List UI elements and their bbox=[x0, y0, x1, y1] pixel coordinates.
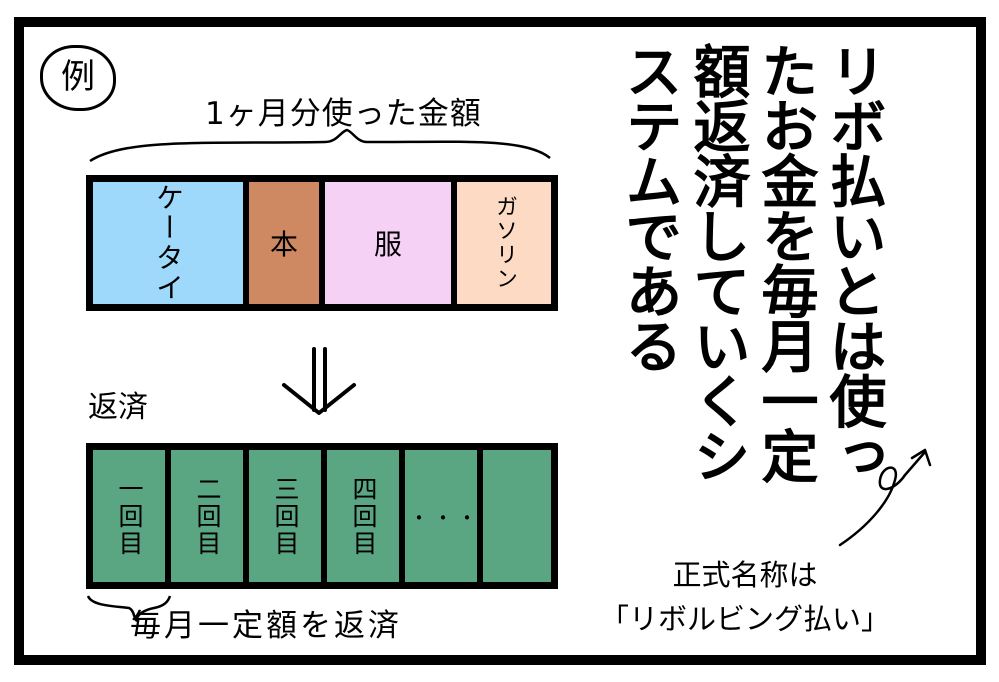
segment-label: 本 bbox=[269, 228, 298, 261]
installment-label: 二回目 bbox=[193, 475, 222, 557]
spending-bar: ケータイ 本 服 ガソリン bbox=[86, 175, 558, 311]
installment-continued: ・・・ bbox=[405, 450, 477, 582]
installment-3: 三回目 bbox=[249, 450, 321, 582]
repayment-label: 返済 bbox=[88, 390, 148, 425]
segment-phone: ケータイ bbox=[93, 182, 243, 304]
segment-clothes: 服 bbox=[325, 182, 451, 304]
double-down-arrow-icon bbox=[282, 347, 356, 415]
small-brace-bottom-icon bbox=[86, 595, 172, 622]
monthly-fixed-repayment-caption: 毎月一定額を返済 bbox=[130, 608, 402, 644]
installment-label: 三回目 bbox=[271, 475, 300, 557]
installment-label: 一回目 bbox=[115, 475, 144, 557]
segment-label: 服 bbox=[373, 228, 402, 261]
segment-gasoline: ガソリン bbox=[457, 182, 551, 304]
installment-label: 四回目 bbox=[349, 475, 378, 557]
installment-2: 二回目 bbox=[171, 450, 243, 582]
definition-text: リボ払いとは使ったお金を毎月一定額返済していくシステムである bbox=[616, 42, 886, 482]
ellipsis-label: ・・・ bbox=[409, 505, 481, 530]
segment-label: ケータイ bbox=[152, 183, 185, 303]
official-name-note: 正式名称は 「リボルビング払い」 bbox=[600, 553, 890, 641]
repayment-bar: 一回目 二回目 三回目 四回目 ・・・ bbox=[86, 443, 558, 589]
monthly-spending-caption: 1ヶ月分使った金額 bbox=[205, 96, 482, 132]
note-line-1: 正式名称は bbox=[672, 558, 818, 592]
installment-1: 一回目 bbox=[93, 450, 165, 582]
installment-4: 四回目 bbox=[327, 450, 399, 582]
curly-brace-top-icon bbox=[89, 128, 551, 163]
revolving-payment-definition: リボ払いとは使ったお金を毎月一定額返済していくシステムである bbox=[615, 42, 887, 522]
segment-label: ガソリン bbox=[492, 195, 517, 291]
curly-arrow-icon bbox=[838, 448, 932, 547]
installment-continued-2 bbox=[483, 450, 551, 582]
example-badge: 例 bbox=[40, 45, 116, 111]
note-line-2: 「リボルビング払い」 bbox=[600, 602, 891, 636]
segment-books: 本 bbox=[249, 182, 319, 304]
